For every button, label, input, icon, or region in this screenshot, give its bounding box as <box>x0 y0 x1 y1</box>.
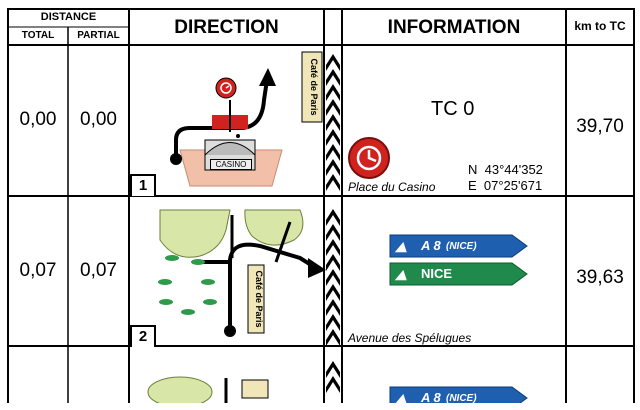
row3-sign-a8-detail: (NICE) <box>446 393 477 404</box>
header-total: TOTAL <box>21 30 55 41</box>
row1-tc: TC 0 <box>431 98 475 120</box>
row3-sign-a8-label: A 8 <box>421 390 441 405</box>
row2-step-number: 2 <box>130 325 156 347</box>
motorway-icon: ⛰ <box>395 391 407 407</box>
row2-place: Avenue des Spélugues <box>348 331 472 345</box>
row1-total: 0,00 <box>19 109 57 130</box>
motorway-icon: ⛰ <box>395 239 407 255</box>
row1-casino-label: CASINO <box>210 159 252 170</box>
row2-partial: 0,07 <box>80 260 117 281</box>
header-partial: PARTIAL <box>77 30 120 41</box>
row1-place: Place du Casino <box>348 180 436 194</box>
motorway-icon: ⛰ <box>395 267 407 283</box>
header-distance: DISTANCE <box>40 11 97 23</box>
chevron-column <box>326 54 340 393</box>
header-direction: DIRECTION <box>174 17 279 38</box>
sign-nice-label: NICE <box>421 266 453 281</box>
row1-step-number: 1 <box>130 174 156 196</box>
row1-partial: 0,00 <box>80 109 117 130</box>
row1-latitude: N 43°44'352 <box>468 162 543 177</box>
header-km-to-tc: km to TC <box>574 19 626 33</box>
row1-km-to-tc: 39,70 <box>576 116 624 137</box>
row1-longitude: E 07°25'671 <box>468 178 543 193</box>
row2-total: 0,07 <box>19 260 57 281</box>
header-information: INFORMATION <box>387 17 521 38</box>
sign-a8-nice-detail: (NICE) <box>446 241 477 252</box>
sign-a8-nice-label: A 8 <box>421 238 441 253</box>
row2-km-to-tc: 39,63 <box>576 267 624 288</box>
